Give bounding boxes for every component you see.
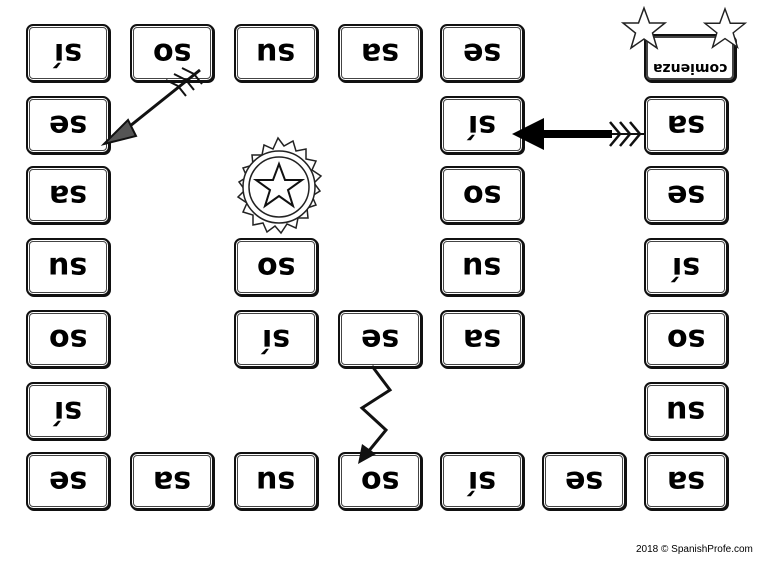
board-space[interactable]: su — [644, 382, 728, 440]
board-space[interactable]: sa — [338, 24, 422, 82]
copyright-text: 2018 © SpanishProfe.com — [636, 544, 753, 555]
board-space[interactable]: so — [644, 310, 728, 368]
arrow-icon — [100, 67, 203, 146]
start-label: comienza — [652, 60, 728, 76]
board-space[interactable]: sí — [440, 96, 524, 154]
board-space[interactable]: se — [338, 310, 422, 368]
board-space[interactable]: sí — [644, 238, 728, 296]
zigzag-arrow-icon — [358, 365, 393, 464]
star-icon — [620, 6, 668, 50]
board-space[interactable]: sa — [644, 96, 728, 154]
board-space[interactable]: so — [26, 310, 110, 368]
board-space[interactable]: sa — [26, 166, 110, 224]
board-space[interactable]: se — [542, 452, 626, 510]
board-space[interactable]: su — [234, 24, 318, 82]
board-space[interactable]: se — [440, 24, 524, 82]
badge-icon — [236, 136, 323, 235]
board-space[interactable]: sí — [440, 452, 524, 510]
board-space[interactable]: so — [338, 452, 422, 510]
board-space[interactable]: su — [440, 238, 524, 296]
star-icon — [702, 6, 748, 49]
board-space[interactable]: sí — [26, 382, 110, 440]
board-space[interactable]: sí — [26, 24, 110, 82]
board-space[interactable]: so — [234, 238, 318, 296]
board-space[interactable]: sa — [644, 452, 728, 510]
board-space[interactable]: sa — [440, 310, 524, 368]
board-space[interactable]: sí — [234, 310, 318, 368]
board-space[interactable]: su — [234, 452, 318, 510]
board-space[interactable]: so — [440, 166, 524, 224]
board-space[interactable]: sa — [130, 452, 214, 510]
board-space[interactable]: se — [26, 96, 110, 154]
board-space[interactable]: se — [26, 452, 110, 510]
board-space[interactable]: se — [644, 166, 728, 224]
arrow-icon — [512, 118, 644, 150]
board-space[interactable]: su — [26, 238, 110, 296]
board-space[interactable]: so — [130, 24, 214, 82]
